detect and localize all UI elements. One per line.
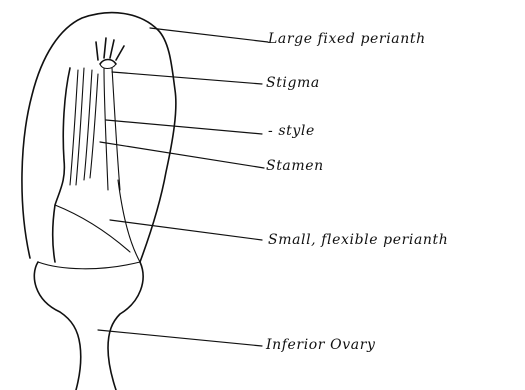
inferior-ovary-outline <box>34 262 80 390</box>
stamen-strand-3 <box>84 70 92 180</box>
style-line-left <box>104 68 108 190</box>
label-stamen: Stamen <box>266 158 324 174</box>
leader-large-perianth <box>150 28 268 42</box>
stigma-lobes <box>96 38 124 64</box>
small-perianth-crease <box>55 205 130 252</box>
style-line-right <box>112 68 120 190</box>
small-flexible-perianth-outline <box>53 68 70 262</box>
stigma-head <box>100 64 116 69</box>
large-fixed-perianth-outline <box>22 13 176 262</box>
leader-small-perianth <box>110 220 262 240</box>
stamen-strand-1 <box>70 70 78 185</box>
label-inferior-ovary: Inferior Ovary <box>266 337 376 353</box>
leader-style <box>106 120 262 134</box>
label-stigma: Stigma <box>266 75 320 91</box>
leader-stamen <box>100 142 264 168</box>
inferior-ovary-right <box>108 262 143 390</box>
label-style: - style <box>268 123 315 139</box>
leader-stigma <box>112 72 262 84</box>
leader-ovary <box>98 330 262 346</box>
ovary-collar <box>38 262 140 269</box>
label-small-flexible-perianth: Small, flexible perianth <box>268 232 448 248</box>
label-large-fixed-perianth: Large fixed perianth <box>268 31 426 47</box>
